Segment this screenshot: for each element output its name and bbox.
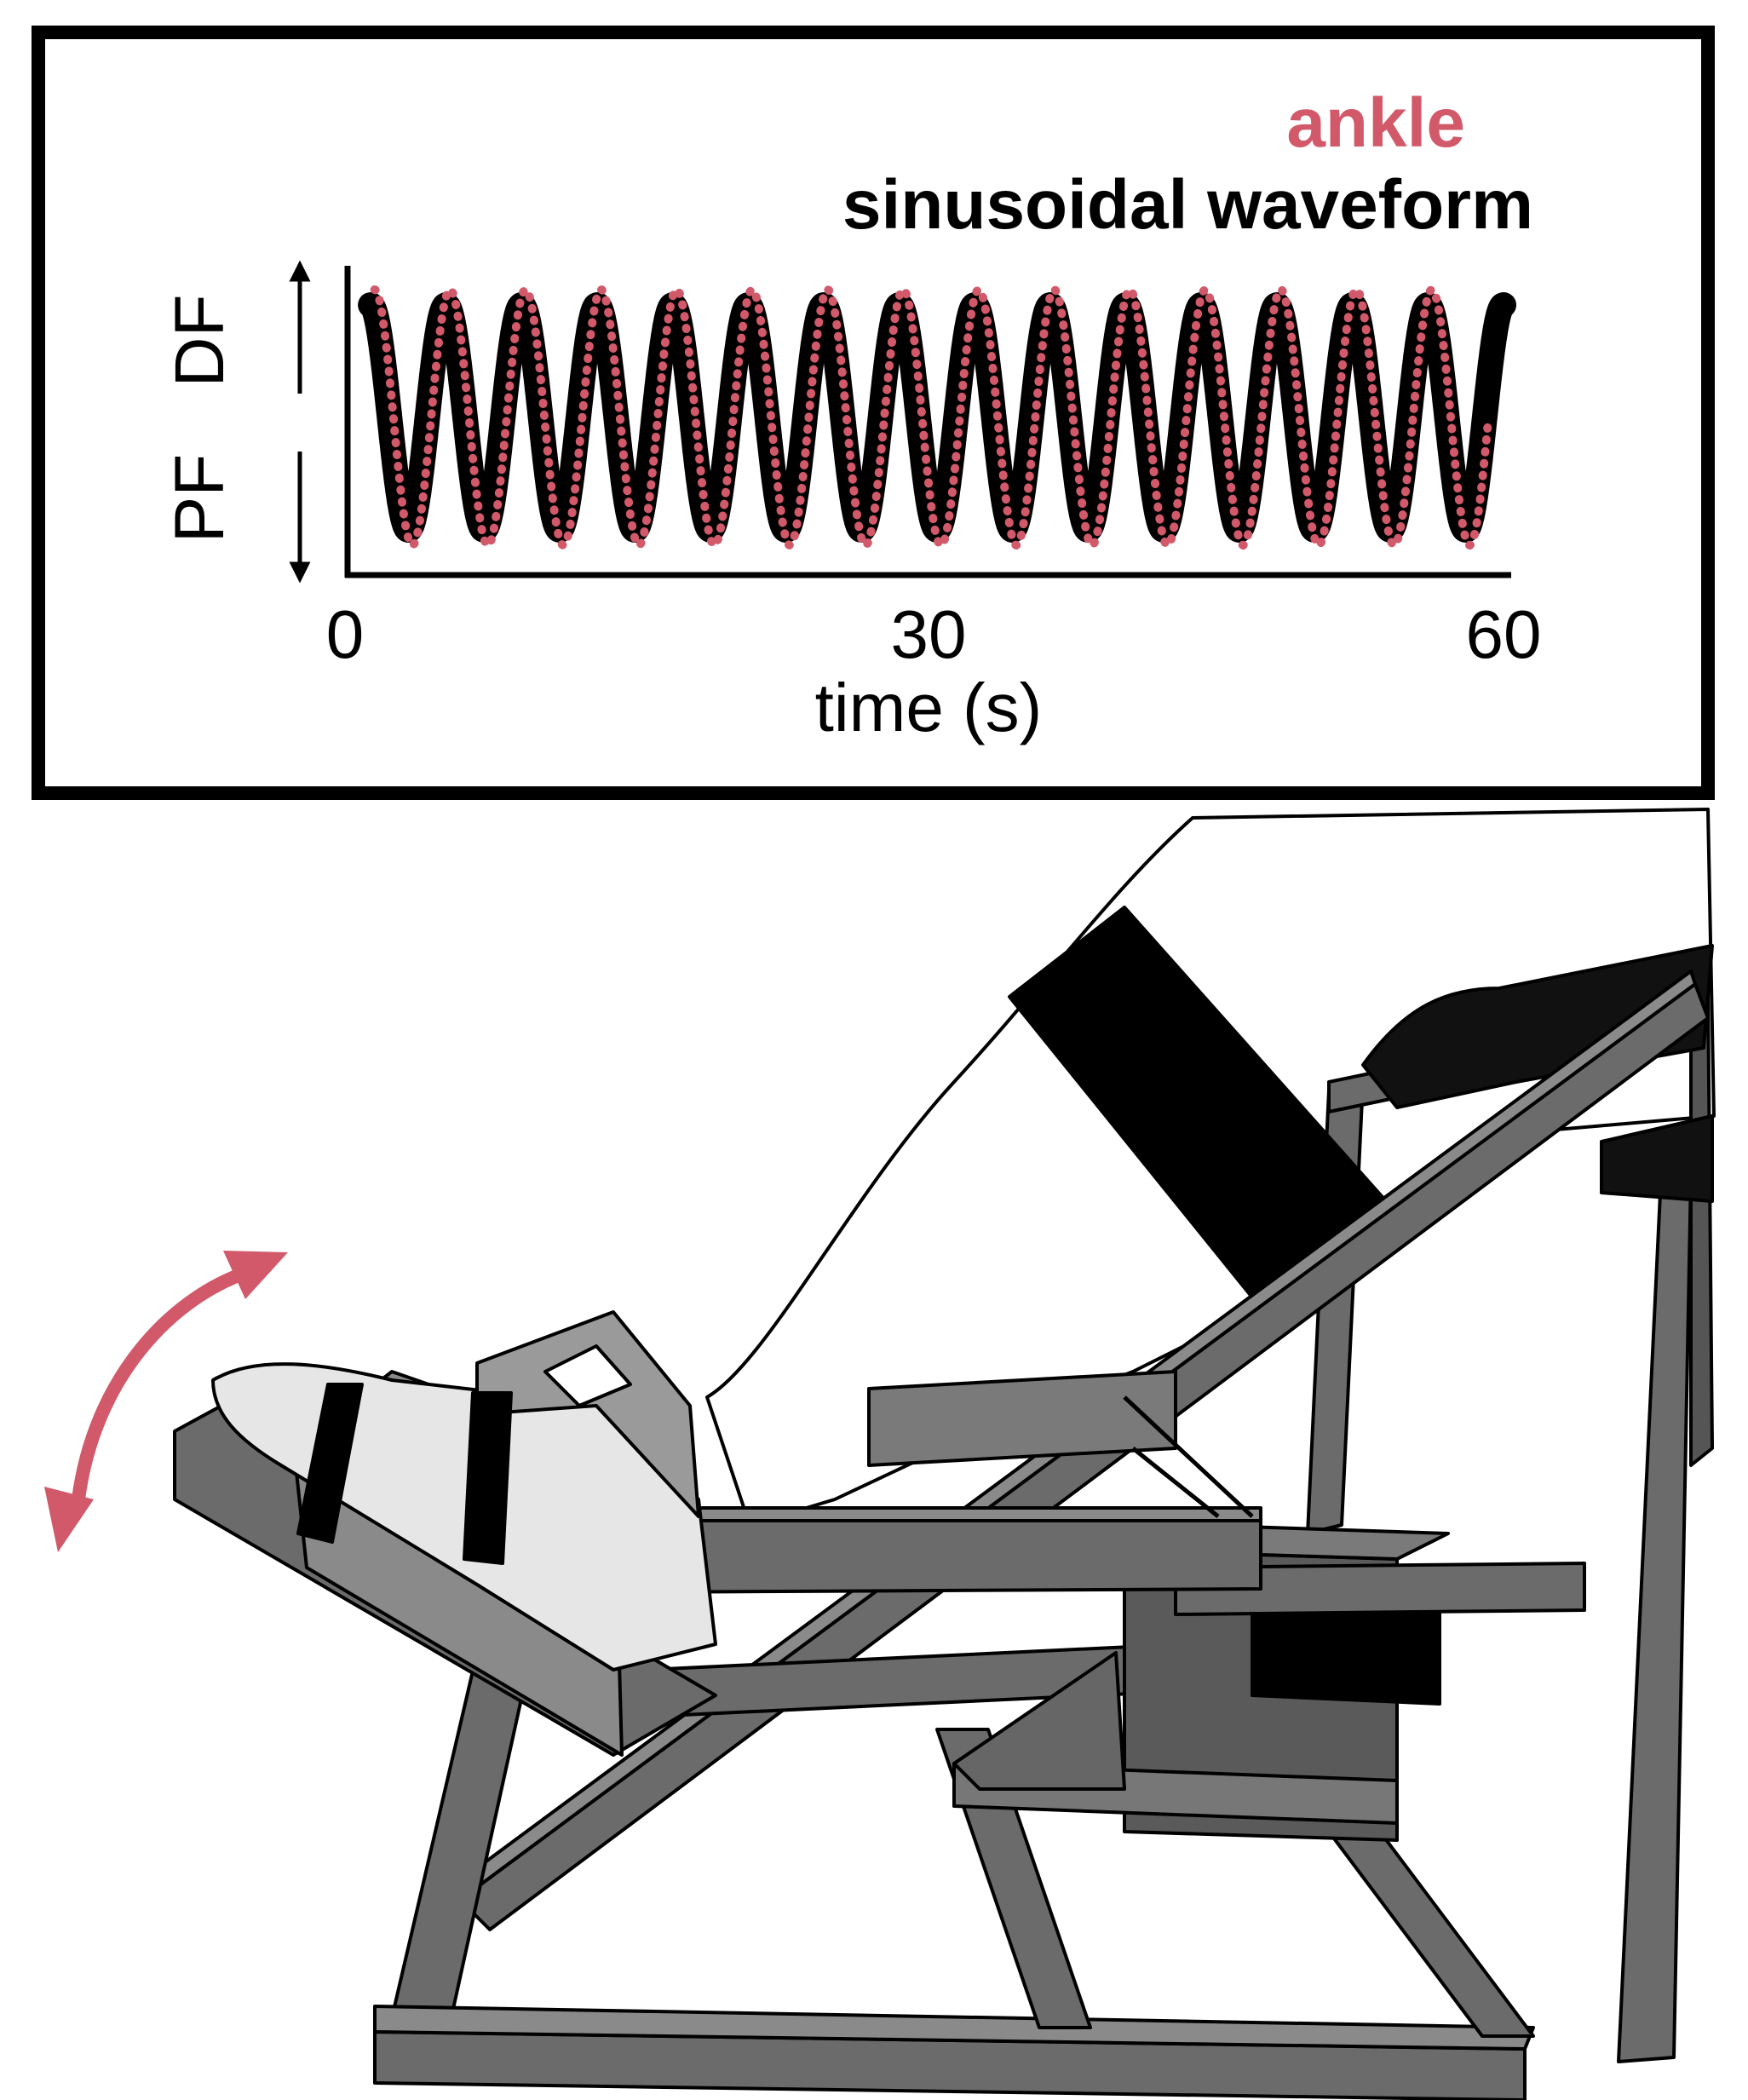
y-label-pf: PF <box>161 454 239 544</box>
frame-rear-upright <box>1689 987 1714 1467</box>
legend-sinusoidal-waveform: sinusoidal waveform <box>842 166 1533 244</box>
chart-panel: ankle sinusoidal waveform DF PF 0 30 60 … <box>32 26 1715 800</box>
frame-rear-leg <box>1617 1174 1693 2063</box>
series-ankle <box>370 285 1492 550</box>
x-tick-30: 30 <box>891 596 967 672</box>
motor-cap <box>1251 1600 1441 1706</box>
x-tick-60: 60 <box>1466 596 1542 672</box>
motor-bracket <box>952 1651 1126 1791</box>
x-axis-label: time (s) <box>815 670 1043 745</box>
seat-side <box>1600 1114 1714 1203</box>
frame-bracket <box>1123 1395 1254 1518</box>
midfoot-strap <box>463 1391 513 1565</box>
device-illustration <box>173 808 1716 2100</box>
frame-rear-arm <box>1174 1562 1586 1616</box>
frame-side-rail <box>867 1370 1177 1467</box>
frame-base-diagonal <box>1327 1830 1535 2038</box>
frame-base-top <box>373 2005 1535 2051</box>
toe-strap <box>296 1383 364 1544</box>
rotation-arrow <box>44 1251 288 1552</box>
legend-ankle: ankle <box>1286 84 1465 162</box>
calf-rest <box>1361 944 1714 1109</box>
y-label-df: DF <box>161 294 239 387</box>
heel-cup-window <box>543 1344 632 1407</box>
x-tick-0: 0 <box>326 596 365 672</box>
